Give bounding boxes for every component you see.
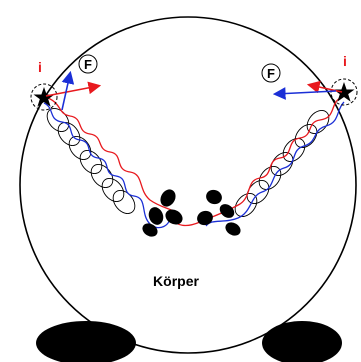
body-label: Körper bbox=[153, 273, 199, 289]
left-force-label-ring bbox=[78, 54, 98, 74]
left-current-arrow bbox=[45, 81, 102, 97]
left-force-arrow bbox=[61, 70, 75, 111]
left-blue-wire bbox=[43, 102, 171, 229]
right-current-label: i bbox=[343, 53, 347, 69]
left-force-label: F bbox=[84, 57, 92, 72]
star-icon bbox=[33, 87, 55, 107]
right-arm-coils bbox=[234, 110, 330, 217]
star-icon bbox=[333, 82, 355, 102]
right-foot bbox=[262, 321, 342, 362]
centre-blobs bbox=[142, 189, 241, 237]
left-pivot-ring bbox=[30, 83, 58, 111]
left-arm-coils bbox=[46, 108, 136, 214]
left-foot bbox=[36, 321, 136, 362]
right-force-label: F bbox=[267, 66, 275, 81]
right-force-label-ring bbox=[261, 63, 281, 83]
right-current-arrow bbox=[306, 80, 343, 94]
body-circle bbox=[19, 16, 357, 354]
right-blue-wire bbox=[205, 101, 345, 227]
left-red-wire bbox=[47, 97, 181, 219]
left-current-label: i bbox=[38, 59, 42, 75]
right-force-arrow bbox=[272, 87, 337, 100]
